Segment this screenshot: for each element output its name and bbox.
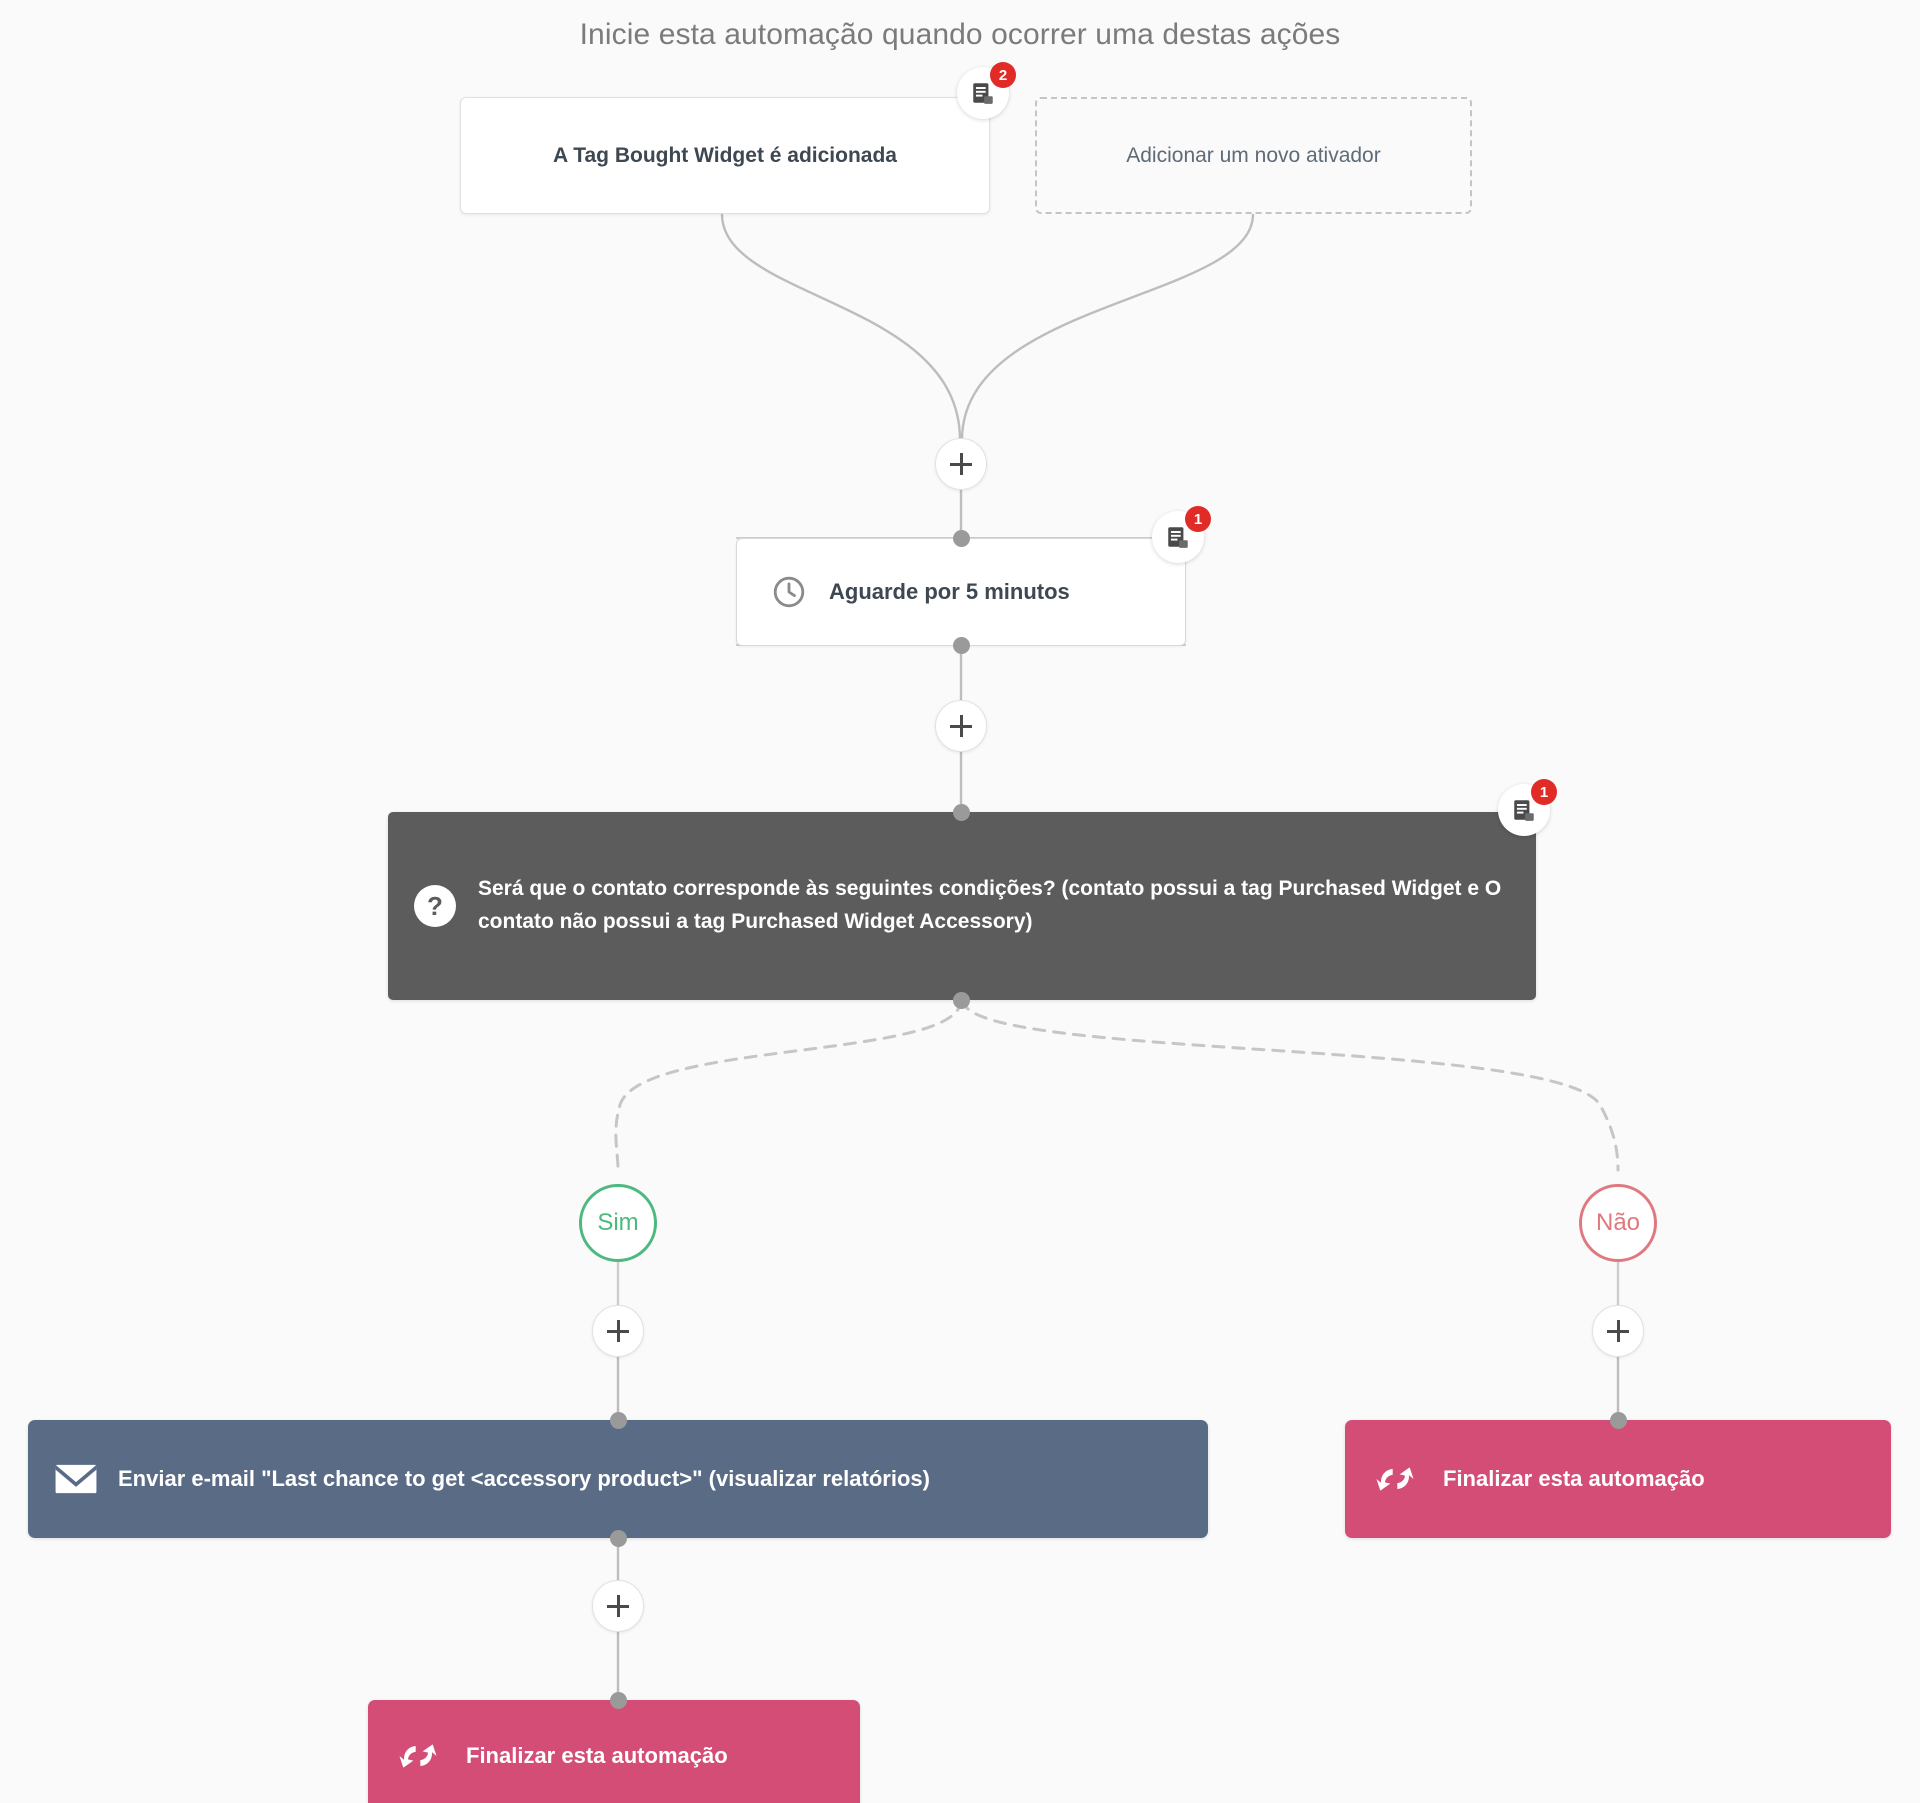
step-end-automation-no[interactable]: Finalizar esta automação [1345, 1420, 1891, 1538]
connector-dot-end-yes-top [610, 1692, 627, 1709]
note-badge-trigger[interactable]: 2 [957, 62, 1016, 119]
note-icon [1168, 527, 1188, 548]
step-end-automation-yes[interactable]: Finalizar esta automação [368, 1700, 860, 1803]
wait-card[interactable]: Aguarde por 5 minutos [736, 538, 1186, 646]
connector-dot-condition-bottom [953, 992, 970, 1009]
condition-label: Será que o contato corresponde às seguin… [478, 877, 1502, 933]
add-new-trigger-card[interactable]: Adicionar um novo ativador [1035, 97, 1472, 214]
connector-dot-wait-bottom [953, 637, 970, 654]
question-mark-icon: ? [414, 885, 456, 927]
note-badge-count: 1 [1185, 506, 1211, 532]
connector-dot-email-top [610, 1412, 627, 1429]
plus-icon [607, 1320, 629, 1342]
branch-yes-text: Sim [597, 1209, 639, 1236]
note-icon [1514, 800, 1534, 821]
add-trigger-label: Adicionar um novo ativador [1126, 143, 1381, 167]
step-send-email[interactable]: Enviar e-mail "Last chance to get <acces… [28, 1420, 1208, 1538]
add-step-button-after-wait[interactable] [935, 700, 987, 752]
note-badge-wait[interactable]: 1 [1152, 506, 1211, 563]
email-label: Enviar e-mail "Last chance to get <acces… [118, 1466, 930, 1491]
plus-icon [950, 453, 972, 475]
branch-label-no[interactable]: Não [1579, 1184, 1657, 1262]
add-step-button-after-email[interactable] [592, 1580, 644, 1632]
add-step-button-after-triggers[interactable] [935, 438, 987, 490]
note-badge-count: 2 [990, 62, 1016, 88]
add-step-button-no-branch[interactable] [1592, 1305, 1644, 1357]
clock-icon [773, 576, 805, 608]
end-no-label: Finalizar esta automação [1443, 1466, 1705, 1491]
trigger-card-tag-added[interactable]: A Tag Bought Widget é adicionada 2 [460, 62, 1016, 214]
trigger-label-wrap[interactable]: A Tag Bought Widget é adicionada [460, 97, 990, 214]
note-icon [973, 83, 993, 104]
flow-header-title: Inicie esta automação quando ocorrer uma… [579, 18, 1341, 51]
wire-trigger1-to-plus [720, 213, 962, 441]
branch-label-yes[interactable]: Sim [579, 1184, 657, 1262]
plus-icon [950, 715, 972, 737]
trigger-label: A Tag Bought Widget é adicionada [553, 143, 897, 167]
end-automation-icon [1376, 1467, 1414, 1491]
step-wait[interactable]: Aguarde por 5 minutos 1 [736, 506, 1211, 646]
add-trigger-label-wrap[interactable]: Adicionar um novo ativador [1035, 97, 1472, 214]
condition-card[interactable]: ? Será que o contato corresponde às segu… [388, 812, 1536, 1000]
end-automation-icon [399, 1744, 437, 1768]
connector-dot-condition-top [953, 804, 970, 821]
end-yes-label: Finalizar esta automação [466, 1743, 728, 1768]
wire-trigger2-to-plus [960, 213, 1255, 441]
connector-dot-end-no-top [1610, 1412, 1627, 1429]
connector-dot-wait-top [953, 530, 970, 547]
branch-no-text: Não [1595, 1209, 1641, 1236]
note-badge-count: 1 [1531, 779, 1557, 805]
wire-condition-to-yes [614, 998, 963, 1172]
plus-icon [607, 1595, 629, 1617]
wait-label: Aguarde por 5 minutos [829, 579, 1070, 604]
wire-condition-to-no [961, 998, 1620, 1172]
plus-icon [1607, 1320, 1629, 1342]
envelope-icon [55, 1464, 97, 1494]
step-condition[interactable]: ? Será que o contato corresponde às segu… [388, 779, 1557, 1000]
add-step-button-yes-branch[interactable] [592, 1305, 644, 1357]
connector-dot-email-bottom [610, 1530, 627, 1547]
note-badge-condition[interactable]: 1 [1498, 779, 1557, 836]
